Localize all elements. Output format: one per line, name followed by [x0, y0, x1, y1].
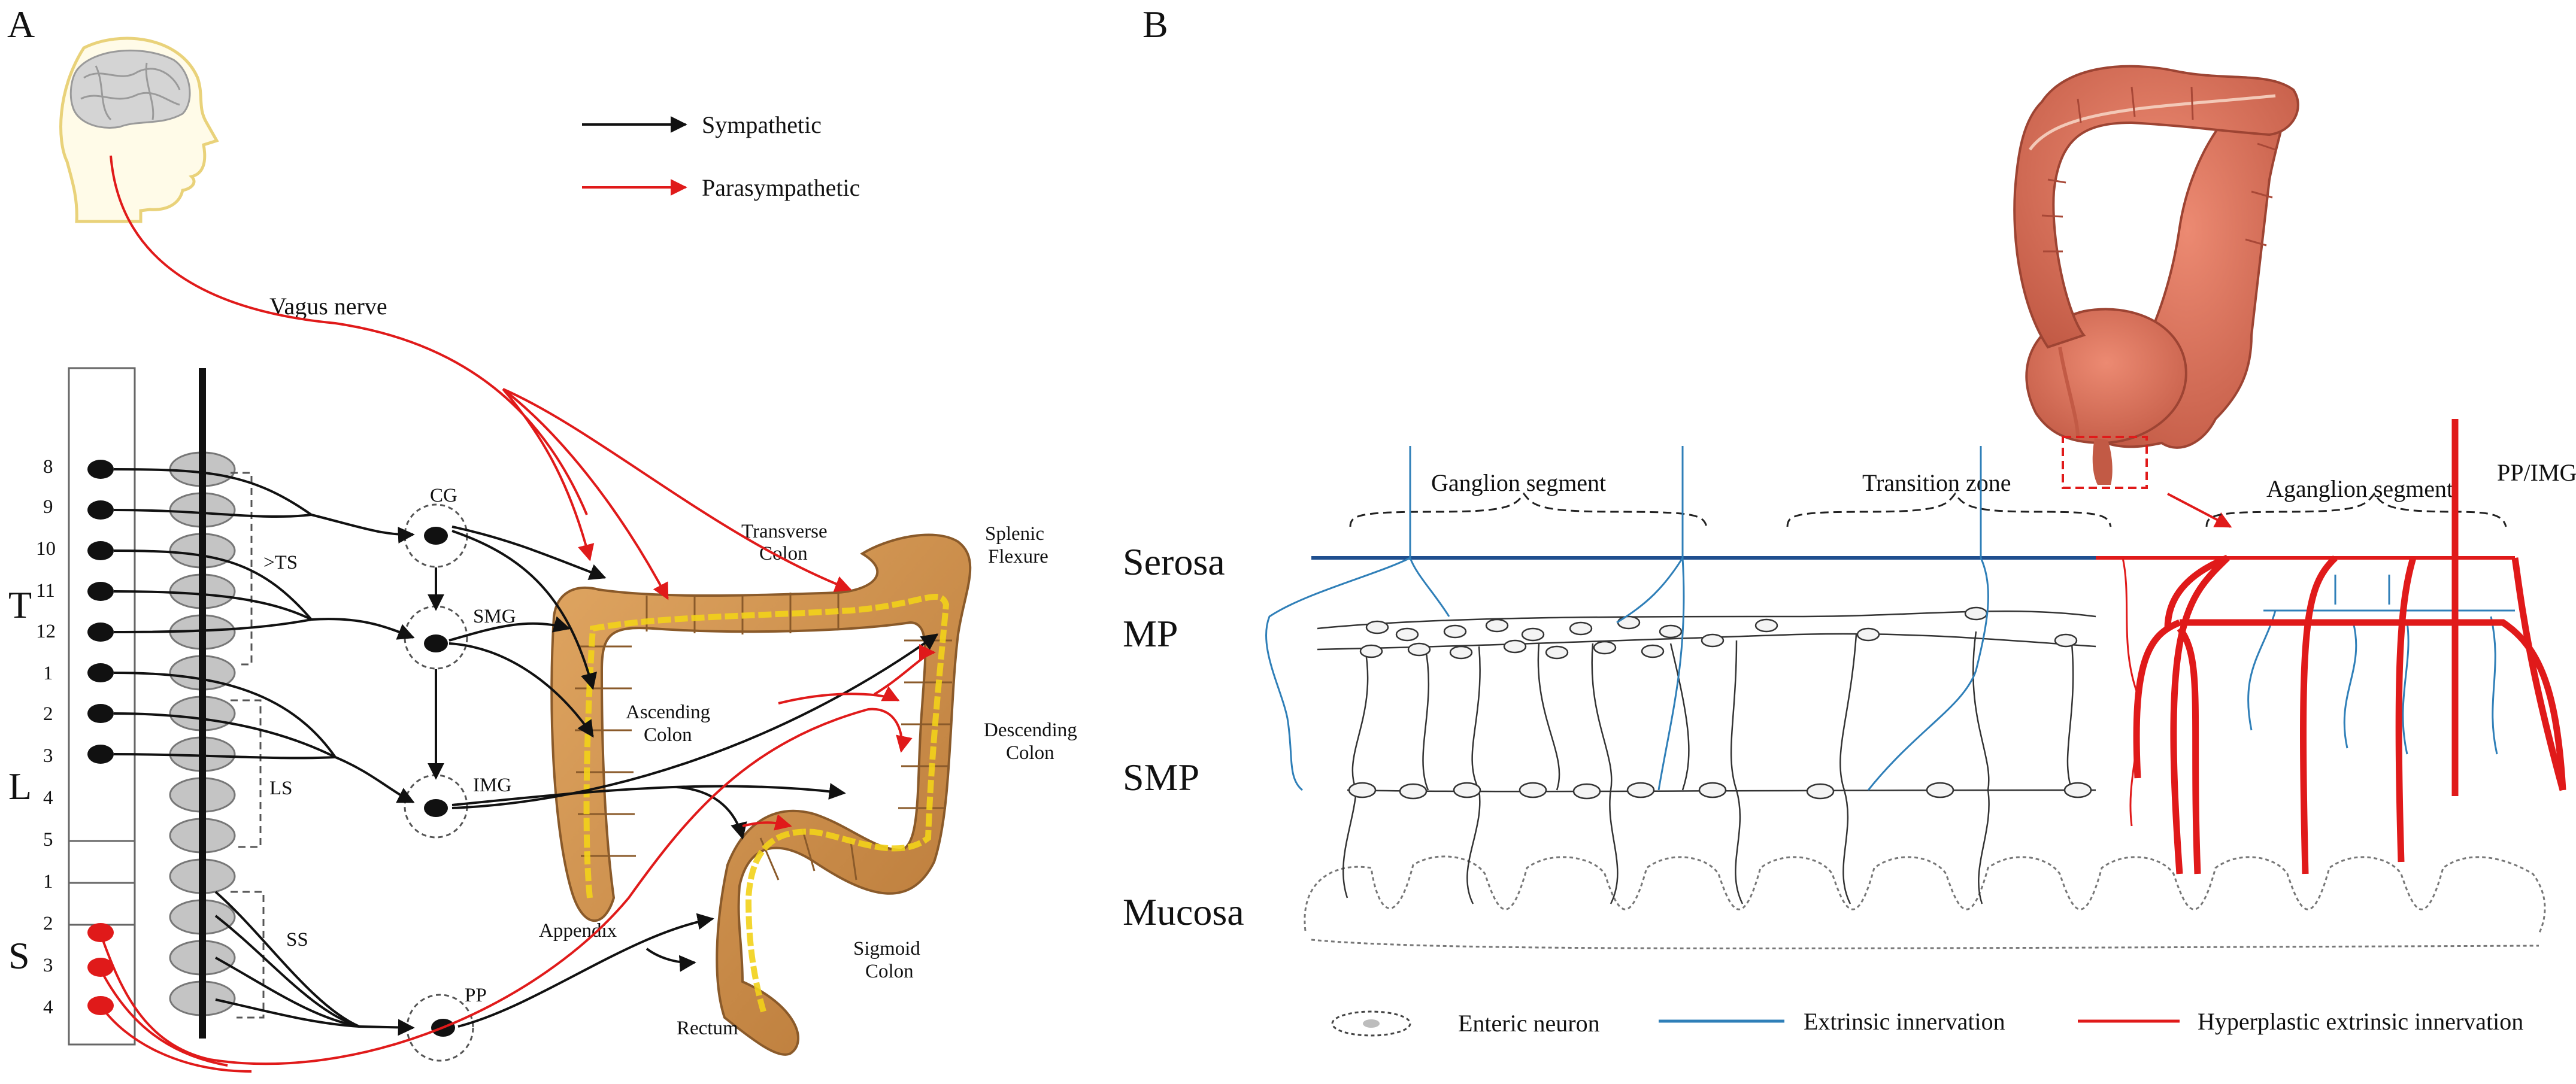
enteric-neuron-core-icon — [1363, 1019, 1380, 1028]
region-s-label: S — [8, 934, 30, 977]
segment-s1: 1 — [43, 871, 53, 892]
region-l-label: L — [8, 765, 32, 807]
legend-a: Sympathetic Parasympathetic — [582, 111, 860, 201]
legend-extrinsic-label: Extrinsic innervation — [1804, 1008, 2005, 1035]
segment-l5: 5 — [43, 829, 53, 851]
mucosa-villi — [1304, 855, 2546, 949]
spinal-nuclei — [87, 460, 114, 1015]
colon-splenic-label-1: Splenic — [985, 523, 1044, 545]
segment-t10: 10 — [36, 538, 56, 560]
region-t-label: T — [8, 584, 32, 626]
ganglion-smg-label: SMG — [473, 606, 516, 627]
legend-sympathetic-label: Sympathetic — [702, 111, 822, 138]
magnification-arrow — [2167, 493, 2232, 528]
transition-red-fiber — [2122, 557, 2140, 827]
sympathetic-fibers — [113, 468, 939, 1036]
ganglion-segment-label: Ganglion segment — [1431, 469, 1606, 496]
segment-t12: 12 — [36, 621, 56, 642]
colon-transverse-label-2: Colon — [759, 543, 808, 564]
colon-transverse-label-1: Transverse — [741, 521, 828, 542]
ganglion-img-label: IMG — [473, 775, 511, 796]
hyperplastic-innervation — [2133, 419, 2566, 875]
magnified-region-box — [2062, 436, 2148, 489]
ganglion-img — [404, 774, 468, 839]
colon-ascending-label-2: Colon — [644, 724, 692, 746]
ganglion-pp-label: PP — [465, 985, 487, 1006]
segment-l2: 2 — [43, 703, 53, 725]
colon-sigmoid-label-2: Colon — [865, 961, 914, 982]
head-icon — [59, 37, 219, 223]
segment-t8: 8 — [43, 456, 53, 478]
parasympathetic-fibers — [99, 155, 936, 1073]
colon-descending-label-1: Descending — [984, 719, 1077, 741]
ganglion-cg — [404, 503, 468, 568]
segment-l4: 4 — [43, 787, 53, 809]
segment-s2: 2 — [43, 913, 53, 934]
ganglion-cg-label: CG — [430, 485, 457, 506]
segment-braces — [1349, 492, 2507, 527]
neural-network-lines — [1317, 610, 2096, 904]
aganglion-segment-label: Aganglion segment — [2266, 475, 2453, 502]
enteric-neuron-icon — [1331, 1010, 1411, 1037]
panel-b-label: B — [1142, 3, 1168, 45]
legend-b: Enteric neuron Extrinsic innervation Hyp… — [1331, 1008, 2523, 1037]
segment-s3: 3 — [43, 955, 53, 976]
layer-mp-label: MP — [1123, 612, 1178, 655]
layer-serosa-label: Serosa — [1123, 541, 1225, 583]
colon-sigmoid-label-1: Sigmoid — [853, 938, 920, 959]
vagus-nerve-label: Vagus nerve — [269, 293, 387, 320]
trunk-ss-label: SS — [286, 929, 308, 951]
splanchnic-braces — [231, 472, 265, 1019]
trunk-ts-label: >TS — [263, 552, 298, 573]
segment-t11: 11 — [36, 580, 55, 602]
vertebral-column — [169, 368, 236, 1039]
segment-s4: 4 — [43, 997, 53, 1018]
legend-neuron-label: Enteric neuron — [1458, 1010, 1600, 1037]
colon-illustration-b — [2013, 65, 2299, 485]
segment-l3: 3 — [43, 745, 53, 767]
rectum-label: Rectum — [677, 1018, 738, 1039]
layer-smp-label: SMP — [1123, 756, 1199, 798]
colon-splenic-label-2: Flexure — [988, 546, 1048, 567]
segment-t9: 9 — [43, 496, 53, 518]
segment-l1: 1 — [43, 663, 53, 684]
colon-descending-label-2: Colon — [1006, 742, 1054, 764]
trunk-ls-label: LS — [269, 778, 293, 799]
legend-parasympathetic-label: Parasympathetic — [702, 174, 860, 201]
legend-hyperplastic-label: Hyperplastic extrinsic innervation — [2198, 1008, 2523, 1035]
colon-ascending-label-1: Ascending — [626, 702, 710, 723]
layer-mucosa-label: Mucosa — [1123, 891, 1244, 933]
enteric-neurons — [1348, 606, 2092, 800]
panel-a-label: A — [7, 3, 35, 45]
pp-img-label: PP/IMG — [2497, 459, 2576, 486]
spinal-segment-numbers: 8 9 10 11 12 1 2 3 4 5 1 2 3 4 — [36, 456, 56, 1018]
transition-zone-label: Transition zone — [1862, 469, 2011, 496]
